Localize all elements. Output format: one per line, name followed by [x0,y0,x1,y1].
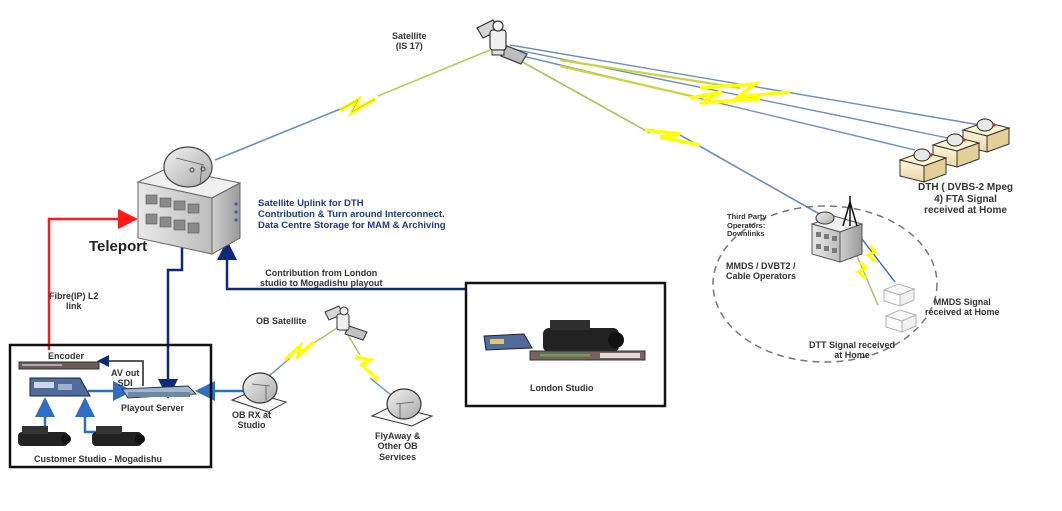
dtt-home-icon [884,309,918,333]
antenna-tower-icon [842,196,858,227]
customer-studio-box [8,343,213,469]
rf-bolt [644,128,701,147]
camera2-to-switcher-line [75,397,100,434]
ob-rx-dish-icon [230,372,288,413]
rf-bolt [865,244,878,264]
camera-2-icon [92,426,145,446]
operator-building-icon [810,196,864,263]
london-studio-label: London Studio [530,383,594,393]
av-out-label: AV out SDI [111,368,140,389]
teleport-label: Teleport [89,238,148,255]
flyaway-label: FlyAway & Other OB Services [375,431,421,462]
customer-studio-label: Customer Studio - Mogadishu [34,454,162,464]
dth-homes-icon [898,118,1011,183]
london-studio-box [464,281,667,408]
teleport-building-icon [136,146,242,255]
fibre-link-label: Fibre(IP) L2 link [49,291,99,312]
london-switcher-icon [483,333,533,351]
contribution-line [217,240,466,291]
av-out-line [97,355,144,386]
dtt-home-label: DTT Signal received at Home [809,340,896,361]
teleport-to-playout-line [158,248,184,399]
satellite-label: Satellite (IS 17) [392,31,427,52]
flyaway-dish-icon [370,388,434,427]
london-rack-unit-icon [529,350,646,361]
third-party-label: Third Party Operators: Downlinks [727,212,767,239]
rf-bolt [689,90,761,105]
main-satellite-icon [476,19,528,65]
london-camera-icon [543,320,624,352]
ob-rx-label: OB RX at Studio [232,410,272,431]
mmds-home-icon [882,283,916,307]
ob-satellite-icon [324,305,368,341]
playout-server-icon [121,385,198,399]
ob-satellite-label: OB Satellite [256,316,307,326]
mmds-home-label: MMDS Signal received at Home [925,297,1000,318]
video-switcher-icon [29,377,91,397]
uplink-teleport-to-satellite [214,49,491,161]
wired-links [35,209,466,434]
encoder-label: Encoder [48,351,85,361]
mmds-operators-label: MMDS / DVBT2 / Cable Operators [726,261,797,282]
teleport-services-text: Satellite Uplink for DTH Contribution & … [258,198,446,231]
satellite-dish-icon [163,146,213,188]
operators-coverage-area [712,205,938,363]
downlink-satellite-to-operators [509,54,831,221]
rf-bolt [699,81,791,100]
ob-links [261,325,396,399]
playout-server-label: Playout Server [121,403,185,413]
rf-bolt [855,260,869,280]
dth-label: DTH ( DVBS-2 Mpeg 4) FTA Signal received… [918,182,1013,216]
rf-bolt [283,340,316,362]
encoder-device-icon [18,361,100,370]
contribution-label: Contribution from London studio to Mogad… [260,268,383,289]
downlink-satellite-to-dth [505,44,981,151]
camera-1-icon [18,426,71,446]
rf-bolt [354,355,380,382]
fibre-link-line [47,209,138,350]
